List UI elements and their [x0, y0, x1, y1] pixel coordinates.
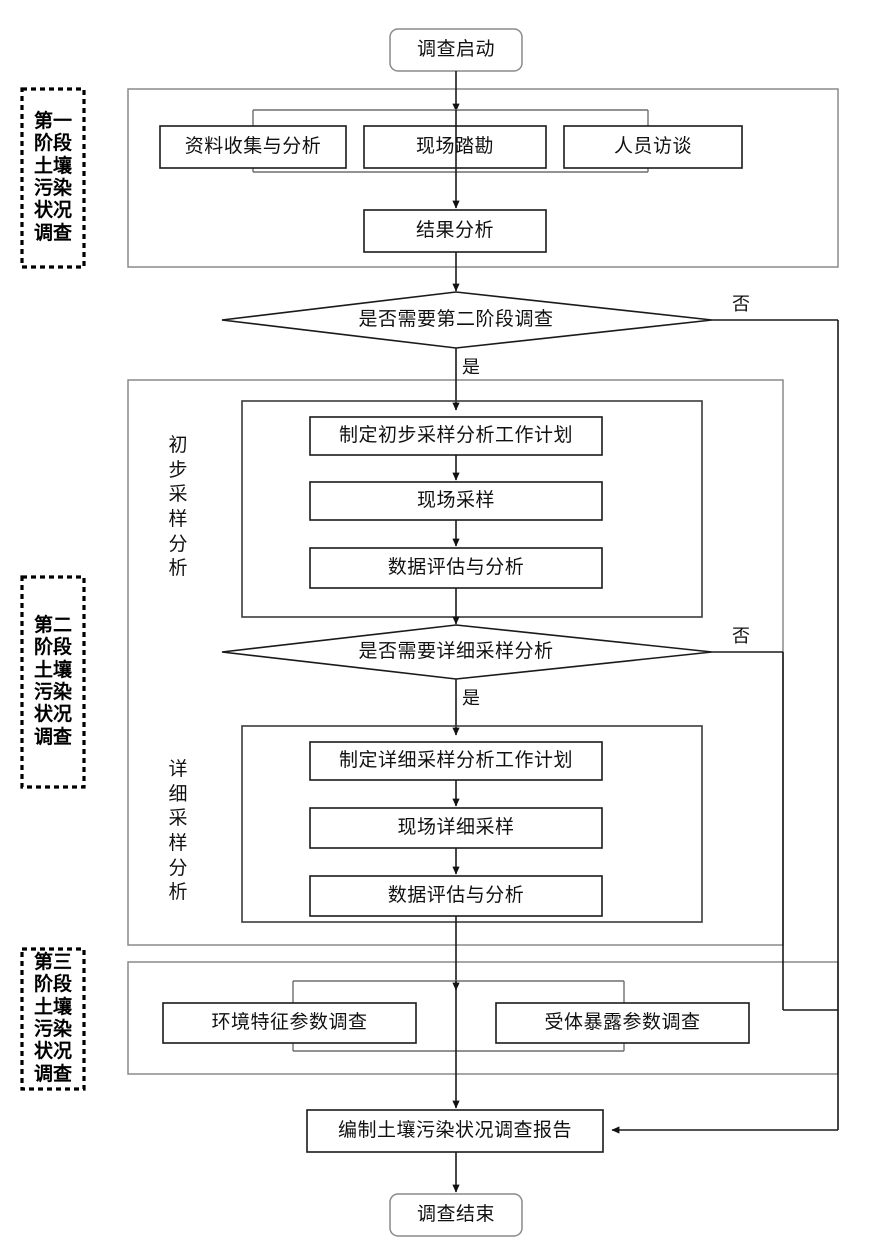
preliminary-sampling-group-label-char-3: 采 — [168, 484, 188, 506]
env-param-survey-shape[interactable] — [162, 1002, 417, 1044]
stage-3-tag-line-5: 状况 — [33, 1041, 72, 1063]
stage-2-tag-line-3: 土壤 — [33, 659, 72, 681]
stage-2-tag: 第二 阶段 土壤 污染 状况 调查 — [22, 577, 84, 787]
stage-3-dashed-border — [20, 947, 86, 1091]
preliminary-sampling-group — [241, 400, 703, 618]
stage-3-tag: 第三 阶段 土壤 污染 状况 调查 — [22, 949, 84, 1089]
stage-1-container — [127, 88, 839, 268]
stage-2-dashed-border — [20, 575, 86, 789]
stage-3-tag-line-6: 调查 — [33, 1063, 72, 1085]
stage-1-tag-line-3: 土壤 — [33, 155, 72, 177]
preliminary-plan-shape[interactable] — [309, 416, 603, 456]
preliminary-sampling-group-label-char-1: 初 — [168, 434, 188, 456]
result-analysis-shape[interactable] — [363, 209, 547, 253]
edge-label-yes-2: 是 — [462, 688, 480, 708]
stage-1-tag-line-6: 调查 — [33, 222, 72, 244]
detailed-sampling-group-label-char-3: 采 — [168, 808, 188, 830]
stage-3-tag-line-1: 第三 — [33, 951, 72, 973]
stage-1-dashed-border — [20, 87, 86, 269]
detailed-plan-shape[interactable] — [309, 741, 603, 781]
data-eval-2-shape[interactable] — [309, 875, 603, 917]
data-eval-1-shape[interactable] — [309, 547, 603, 589]
start-node-shape[interactable] — [389, 28, 523, 72]
decision-need-detailed-sampling-shape[interactable] — [221, 624, 713, 680]
site-reconnaissance-shape[interactable] — [363, 125, 547, 169]
stage-1-tag-line-4: 污染 — [33, 178, 72, 199]
preliminary-sampling-group-label-char-4: 样 — [168, 509, 188, 530]
preliminary-sampling-group-label-char-5: 分 — [168, 533, 188, 555]
stage-1-tag-line-1: 第一 — [33, 110, 72, 132]
stage-1-tag-line-5: 状况 — [33, 200, 72, 222]
stage-1-tag: 第一 阶段 土壤 污染 状况 调查 — [22, 89, 84, 267]
stage-3-tag-line-3: 土壤 — [33, 996, 72, 1018]
field-sampling-shape[interactable] — [309, 481, 603, 521]
data-collection-shape[interactable] — [159, 125, 347, 169]
decision-need-stage-two-shape[interactable] — [221, 291, 713, 349]
personnel-interview-shape[interactable] — [563, 125, 743, 169]
end-node-shape[interactable] — [389, 1193, 523, 1237]
edge-label-yes-1: 是 — [462, 357, 480, 377]
compile-report-shape[interactable] — [306, 1109, 604, 1153]
preliminary-sampling-group-label: 初 步 采 样 分 析 — [160, 418, 196, 598]
stage-1-tag-line-2: 阶段 — [33, 133, 72, 155]
stage-2-tag-line-2: 阶段 — [33, 637, 72, 659]
detailed-sampling-group-label-char-1: 详 — [168, 758, 188, 780]
stage-2-tag-line-5: 状况 — [33, 704, 72, 726]
preliminary-sampling-group-label-char-6: 析 — [168, 558, 188, 580]
field-detailed-sampling-shape[interactable] — [309, 807, 603, 849]
stage-2-tag-line-1: 第二 — [33, 614, 72, 636]
stage-2-tag-line-4: 污染 — [33, 682, 72, 703]
stage-3-tag-line-4: 污染 — [33, 1019, 72, 1040]
detailed-sampling-group-label-char-4: 样 — [168, 833, 188, 854]
detailed-sampling-group — [241, 725, 703, 923]
detailed-sampling-group-label-char-5: 分 — [168, 857, 188, 879]
receptor-exposure-survey-shape[interactable] — [495, 1002, 750, 1044]
edge-label-no-1: 否 — [732, 294, 750, 314]
stage-2-tag-line-6: 调查 — [33, 726, 72, 748]
detailed-sampling-group-label: 详 细 采 样 分 析 — [160, 742, 196, 922]
stage-3-tag-line-2: 阶段 — [33, 974, 72, 996]
preliminary-sampling-group-label-char-2: 步 — [168, 459, 188, 481]
detailed-sampling-group-label-char-2: 细 — [168, 783, 188, 805]
detailed-sampling-group-label-char-6: 析 — [168, 882, 188, 904]
edge-label-no-2: 否 — [732, 626, 750, 646]
